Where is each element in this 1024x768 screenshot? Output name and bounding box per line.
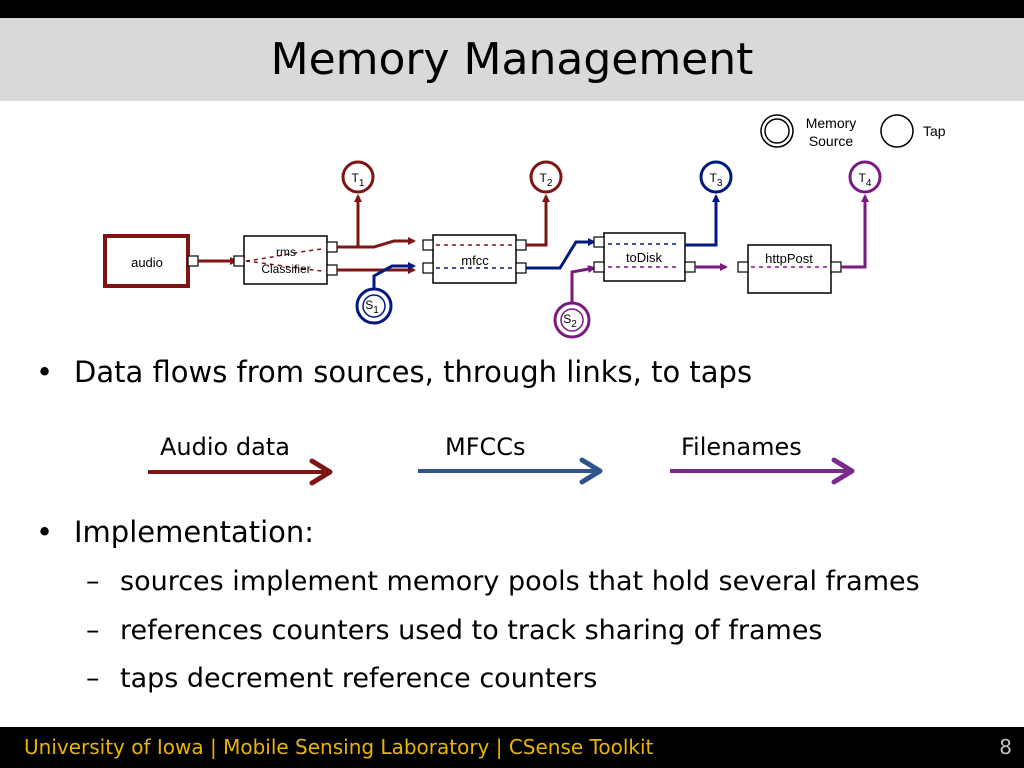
flow-arrow-mfccs [418,457,603,485]
sub-bullet-text: references counters used to track sharin… [120,615,823,646]
sub-bullet-reference-counters: –references counters used to track shari… [86,613,823,649]
bullet-data-flows: • Data flows from sources, through links,… [36,353,752,391]
component-mfcc: mfcc [422,234,527,284]
svg-text:T3: T3 [710,171,723,189]
sub-bullet-dash: – [86,615,100,646]
component-httppost: httpPost [737,244,842,294]
component-classifier-line2: Classifier [261,262,310,276]
component-httppost-label: httpPost [765,251,813,266]
source-s2-index: 2 [571,319,577,330]
legend-memory-source-line1: Memory [806,115,857,131]
sub-bullet-dash: – [86,663,100,694]
svg-text:T4: T4 [859,171,872,189]
bullet-text: Data flows from sources, through links, … [74,355,753,389]
svg-text:T1: T1 [352,171,365,189]
flow-arrow-filenames [670,457,855,485]
component-classifier-line1: rms [276,245,296,259]
slide-title: Memory Management [270,34,754,85]
bullet-dot: • [36,355,54,389]
tap-t2-index: 2 [547,178,553,189]
top-strip [0,0,1024,18]
tap-t3-index: 3 [717,178,723,189]
tap-t1-index: 1 [359,178,365,189]
sub-bullet-dash: – [86,566,100,597]
component-audio-label: audio [131,255,163,270]
footer-bar [0,727,1024,768]
component-todisk: toDisk [593,232,696,282]
bullet-dot: • [36,515,54,549]
tap-t4-letter: T [859,171,867,185]
tap-t4-index: 4 [866,178,872,189]
flow-label-filenames: Filenames [681,433,802,461]
sub-bullet-taps-decrement: –taps decrement reference counters [86,661,597,697]
tap-t3: T3 [699,160,733,194]
component-classifier: rms Classifier [233,235,338,285]
component-mfcc-label: mfcc [461,253,489,268]
source-s1: S1 [355,287,393,325]
tap-t2-letter: T [540,171,548,185]
bullet-text: Implementation: [74,515,315,549]
footer-text: University of Iowa | Mobile Sensing Labo… [24,735,654,759]
tap-t1: T1 [341,160,375,194]
title-band [0,18,1024,101]
tap-t4: T4 [848,160,882,194]
bullet-implementation: • Implementation: [36,513,314,551]
flow-arrow-audio [148,458,333,486]
sub-bullet-text: sources implement memory pools that hold… [120,566,920,597]
legend-memory-source: Memory Source [760,114,857,149]
svg-text:S1: S1 [365,298,379,316]
page-number: 8 [999,735,1012,759]
tap-t3-letter: T [710,171,718,185]
flow-label-audio: Audio data [160,433,290,461]
pipeline-diagram: Memory Source Tap audio rms Classifier T… [103,114,946,339]
sub-bullet-memory-pools: –sources implement memory pools that hol… [86,564,920,600]
tap-t1-letter: T [352,171,360,185]
component-todisk-label: toDisk [626,250,663,265]
component-audio: audio [103,234,199,288]
legend-tap-label: Tap [923,123,946,139]
tap-t2: T2 [529,160,563,194]
svg-text:T2: T2 [540,171,553,189]
svg-text:S2: S2 [563,312,577,330]
flow-label-mfccs: MFCCs [445,433,526,461]
source-s1-letter: S [365,298,373,312]
flow-arrows [148,457,855,486]
legend-memory-source-line2: Source [809,133,854,149]
source-s2: S2 [553,301,591,339]
source-s2-letter: S [563,312,571,326]
legend-tap: Tap [880,114,946,148]
sub-bullet-text: taps decrement reference counters [120,663,598,694]
source-s1-index: 1 [373,305,379,316]
